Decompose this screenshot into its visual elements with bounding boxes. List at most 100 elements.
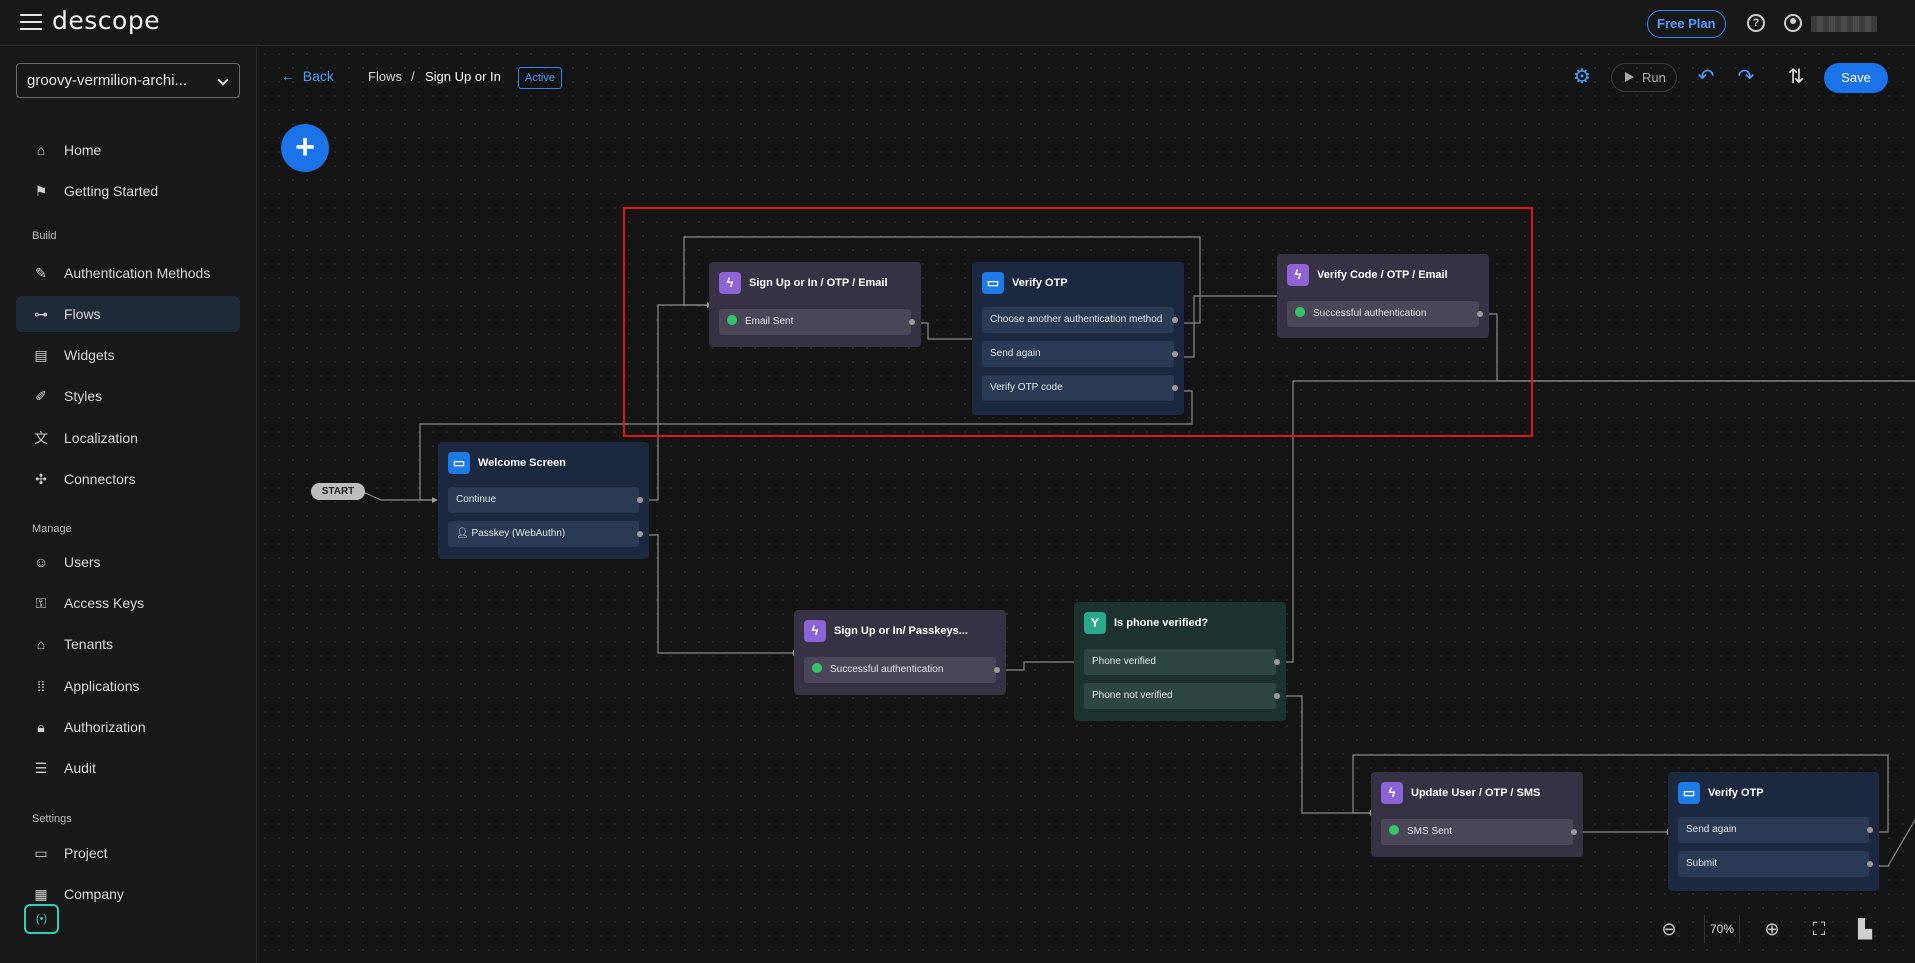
node-output-email-sent[interactable]: Email Sent	[719, 309, 915, 335]
sort-arrows-icon[interactable]: ⇅	[1787, 66, 1805, 88]
node-verify-otp-sms[interactable]: ▭ Verify OTP Send again Submit	[1668, 772, 1879, 891]
start-node[interactable]: START	[311, 483, 365, 500]
translate-icon: 文	[34, 430, 48, 446]
output-port[interactable]	[1867, 861, 1873, 867]
undo-icon[interactable]: ↶	[1697, 66, 1715, 88]
node-output-sms-sent[interactable]: SMS Sent	[1381, 819, 1577, 845]
output-port[interactable]	[1172, 317, 1178, 323]
node-title: Verify OTP	[1708, 787, 1764, 799]
node-title: Update User / OTP / SMS	[1411, 787, 1541, 799]
sidebar-item-widgets[interactable]: ▤ Widgets	[16, 337, 240, 373]
sidebar-item-applications[interactable]: ⁞⁞ Applications	[16, 668, 240, 704]
node-title: Verify OTP	[1012, 277, 1068, 289]
sidebar-item-authentication-methods[interactable]: ✎ Authentication Methods	[16, 255, 240, 291]
redo-icon[interactable]: ↷	[1737, 66, 1755, 88]
chat-support-icon[interactable]: (•)	[24, 904, 59, 934]
output-port[interactable]	[1571, 829, 1577, 835]
output-port[interactable]	[637, 531, 643, 537]
node-output-phone-verified[interactable]: Phone verified	[1084, 649, 1280, 675]
sidebar-item-label: Users	[64, 554, 101, 570]
flag-icon: ⚑	[34, 183, 48, 199]
node-header: ▭ Verify OTP	[982, 272, 1176, 294]
section-label-build: Build	[32, 230, 57, 242]
output-port[interactable]	[909, 319, 915, 325]
hamburger-menu-icon[interactable]	[20, 14, 42, 32]
building-icon: ▦	[34, 886, 48, 902]
user-account-icon[interactable]	[1784, 14, 1802, 32]
help-icon[interactable]: ?	[1747, 14, 1765, 32]
screen-icon: ▭	[1678, 782, 1700, 804]
status-badge: Active	[518, 67, 562, 89]
breadcrumb-flows[interactable]: Flows	[368, 69, 402, 84]
sidebar-item-access-keys[interactable]: ⚿ Access Keys	[16, 585, 240, 621]
node-output-phone-not-verified[interactable]: Phone not verified	[1084, 683, 1280, 709]
node-output-send-again[interactable]: Send again	[982, 341, 1178, 367]
sidebar-item-company[interactable]: ▦ Company	[16, 876, 240, 912]
save-button[interactable]: Save	[1824, 63, 1888, 93]
folder-icon: ▭	[34, 845, 48, 861]
sidebar-item-authorization[interactable]: 🔒︎ Authorization	[16, 709, 240, 745]
zoom-out-icon[interactable]: ⊖	[1661, 919, 1677, 939]
auto-layout-icon[interactable]: ▙	[1858, 919, 1872, 939]
sidebar-item-flows[interactable]: ⊶ Flows	[16, 296, 240, 332]
gear-icon[interactable]: ⚙	[1573, 66, 1591, 88]
output-port[interactable]	[637, 497, 643, 503]
sidebar-item-styles[interactable]: ✐ Styles	[16, 378, 240, 414]
node-output-send-again[interactable]: Send again	[1678, 817, 1873, 843]
node-output-verify-otp-code[interactable]: Verify OTP code	[982, 375, 1178, 401]
node-output-submit[interactable]: Submit	[1678, 851, 1873, 877]
sidebar-item-users[interactable]: ☺ Users	[16, 544, 240, 580]
node-output-successful-authentication[interactable]: Successful authentication	[1287, 301, 1483, 327]
output-port[interactable]	[1477, 311, 1483, 317]
output-port[interactable]	[1867, 827, 1873, 833]
node-title: Welcome Screen	[478, 457, 566, 469]
sidebar-item-getting-started[interactable]: ⚑ Getting Started	[16, 173, 240, 209]
node-output-continue[interactable]: Continue	[448, 487, 643, 513]
sidebar-item-label: Access Keys	[64, 595, 145, 611]
node-verify-otp[interactable]: ▭ Verify OTP Choose another authenticatio…	[972, 262, 1184, 415]
output-port[interactable]	[1172, 351, 1178, 357]
add-node-button[interactable]: +	[281, 124, 329, 172]
row-label: Successful authentication	[830, 664, 944, 675]
node-title: Sign Up or In / OTP / Email	[749, 277, 888, 289]
row-label: Choose another authentication method	[990, 314, 1163, 325]
sidebar-item-tenants[interactable]: ⌂ Tenants	[16, 626, 240, 662]
sidebar-item-home[interactable]: ⌂ Home	[16, 132, 240, 168]
user-name-redacted[interactable]	[1811, 16, 1877, 32]
node-title: Is phone verified?	[1114, 617, 1209, 629]
free-plan-button[interactable]: Free Plan	[1647, 10, 1726, 38]
back-link[interactable]: ← Back	[281, 68, 334, 84]
sidebar-item-audit[interactable]: ☰ Audit	[16, 750, 240, 786]
sidebar-item-project[interactable]: ▭ Project	[16, 835, 240, 871]
output-port[interactable]	[1274, 659, 1280, 665]
zoom-in-icon[interactable]: ⊕	[1764, 919, 1780, 939]
sidebar-item-label: Home	[64, 142, 102, 158]
fit-view-icon[interactable]: ⛶	[1812, 919, 1826, 939]
descope-logo[interactable]: descope	[52, 6, 161, 35]
home-icon: ⌂	[36, 142, 46, 158]
node-output-passkey[interactable]: 👤︎ Passkey (WebAuthn)	[448, 521, 643, 547]
screen-icon: ▭	[982, 272, 1004, 294]
output-port[interactable]	[1172, 385, 1178, 391]
run-button[interactable]: Run	[1611, 63, 1677, 92]
node-output-choose-another[interactable]: Choose another authentication method	[982, 307, 1178, 333]
sidebar-item-connectors[interactable]: ✣ Connectors	[16, 461, 240, 497]
node-welcome-screen[interactable]: ▭Welcome Screen Continue 👤︎ Passkey (Web…	[438, 442, 649, 559]
puzzle-icon: ✣	[35, 471, 47, 487]
row-label: Email Sent	[745, 316, 794, 327]
sidebar-item-localization[interactable]: 文 Localization	[16, 420, 240, 456]
sidebar-item-label: Localization	[64, 430, 138, 446]
users-icon: ☺	[33, 554, 49, 570]
output-port[interactable]	[994, 667, 1000, 673]
project-selector[interactable]: groovy-vermilion-archi...	[16, 63, 240, 98]
check-circle-icon	[1295, 307, 1305, 317]
top-bar: descope Free Plan ?	[0, 0, 1915, 46]
row-label: Send again	[1686, 824, 1737, 835]
node-output-successful-authentication[interactable]: Successful authentication	[804, 657, 1000, 683]
output-port[interactable]	[1274, 693, 1280, 699]
